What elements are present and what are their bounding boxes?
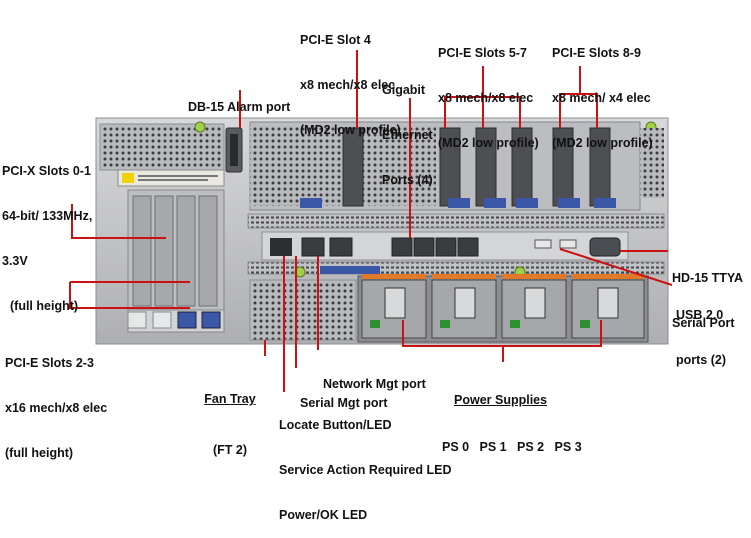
- label-pcie-slots-2-3: PCI-E Slots 2-3 x16 mech/x8 elec (full h…: [5, 356, 108, 460]
- label-db15-alarm: DB-15 Alarm port: [188, 100, 291, 114]
- left-slot-covers: [127, 195, 221, 329]
- label-power-supplies: Power Supplies PS 0 PS 1 PS 2 PS 3: [442, 393, 582, 454]
- label-hd15-ttya: HD-15 TTYA Serial Port: [672, 271, 744, 330]
- label-pcix-slots: PCI-X Slots 0-1 64-bit/ 133MHz, 3.3V (fu…: [2, 164, 93, 313]
- label-pcie-slot-4: PCI-E Slot 4 x8 mech/x8 elec (MD2 low pr…: [300, 33, 401, 137]
- label-gigabit-ethernet: Gigabit Ethernet Ports (4): [382, 83, 433, 187]
- label-pcie-slots-5-7: PCI-E Slots 5-7 x8 mech/x8 elec (MD2 low…: [438, 46, 539, 150]
- label-pcie-slots-8-9: PCI-E Slots 8-9 x8 mech/ x4 elec (MD2 lo…: [552, 46, 653, 150]
- label-network-mgt: Network Mgt port: [323, 377, 426, 391]
- label-usb: USB 2.0 ports (2): [676, 308, 726, 367]
- low-profile-slots: [300, 127, 616, 208]
- server-rear-diagram: [69, 50, 673, 392]
- label-serial-mgt: Serial Mgt port: [300, 396, 388, 410]
- power-supplies: [357, 274, 649, 343]
- callout-lines: [69, 50, 673, 392]
- label-fan-tray: Fan Tray (FT 2): [204, 392, 256, 457]
